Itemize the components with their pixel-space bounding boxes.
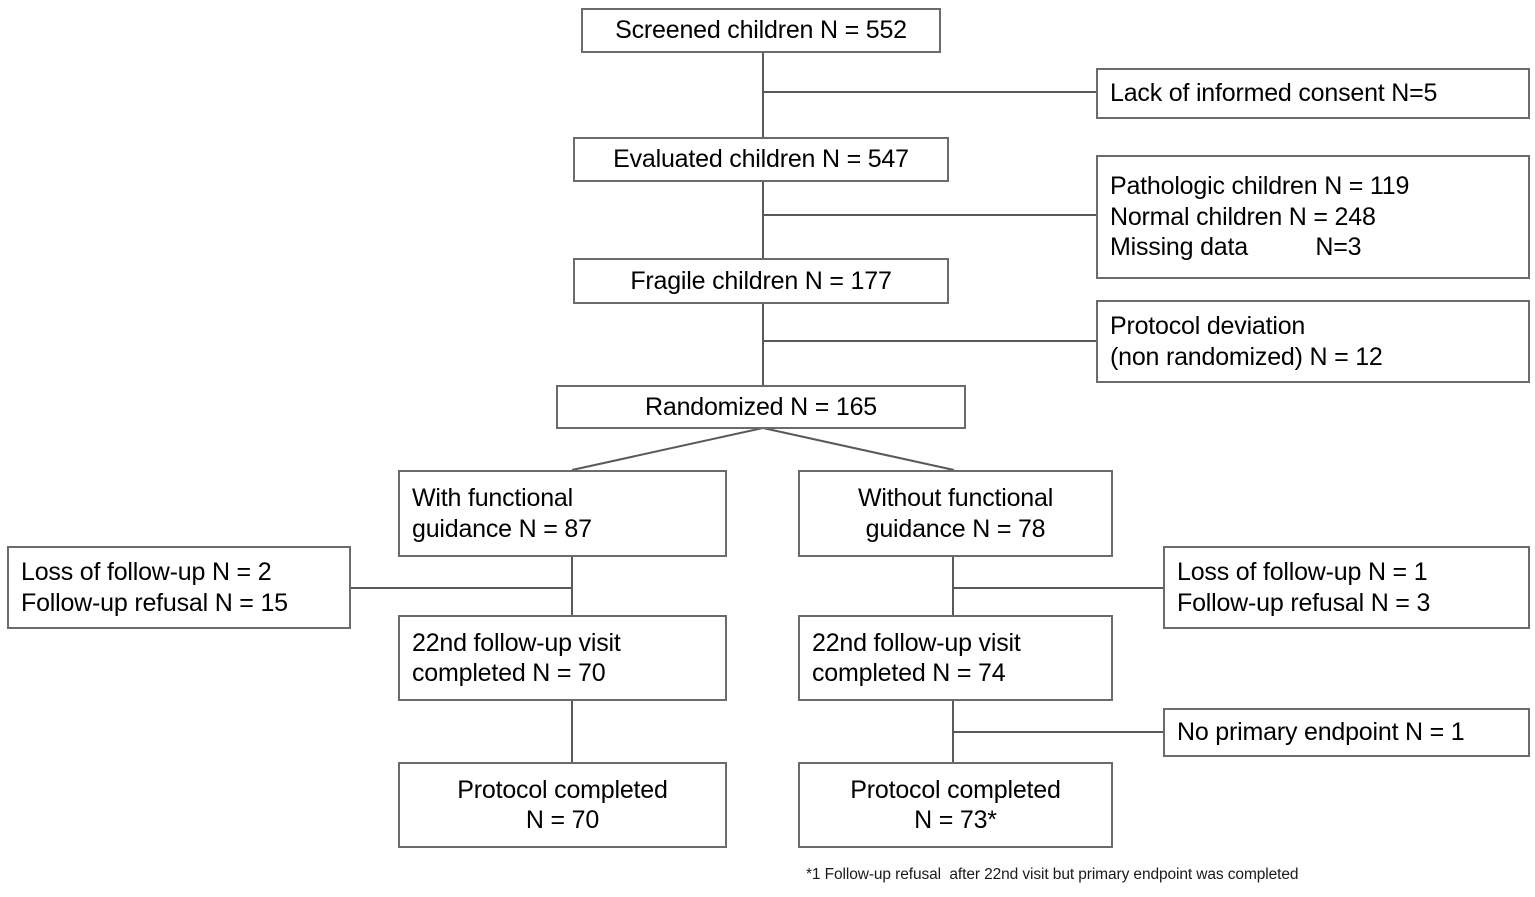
node-left-followup-losses-line2: Follow-up refusal N = 15 — [21, 588, 288, 617]
node-without-functional-guidance-line1: Without functional — [857, 484, 1054, 512]
node-no-primary-endpoint[interactable]: No primary endpoint N = 1 — [1163, 708, 1530, 757]
node-fragile-children[interactable]: Fragile children N = 177 — [573, 258, 949, 304]
node-left-visit22-completed-line1: 22nd follow-up visit — [412, 628, 621, 657]
node-with-functional-guidance-line2: guidance N = 87 — [412, 514, 592, 543]
node-excluded-children-line2: Normal children N = 248 — [1110, 202, 1376, 231]
node-left-visit22-completed-line2: completed N = 70 — [412, 659, 606, 687]
connector-left-arm-trunk — [571, 556, 573, 623]
node-right-protocol-completed-line2: N = 73* — [914, 806, 997, 834]
node-evaluated-children-line1: Evaluated children N = 547 — [613, 145, 909, 174]
node-right-protocol-completed-line1: Protocol completed — [850, 775, 1061, 804]
node-left-followup-losses[interactable]: Loss of follow-up N = 2 Follow-up refusa… — [7, 546, 351, 629]
node-with-functional-guidance-line1: With functional — [412, 484, 573, 512]
node-left-followup-losses-line1: Loss of follow-up N = 2 — [21, 558, 272, 586]
node-protocol-deviation[interactable]: Protocol deviation (non randomized) N = … — [1096, 300, 1530, 383]
node-right-visit22-completed-line2: completed N = 74 — [812, 659, 1006, 687]
node-left-protocol-completed-line1: Protocol completed — [457, 775, 668, 804]
node-fragile-children-line1: Fragile children N = 177 — [630, 266, 892, 295]
connector-to-protocol-deviation — [762, 340, 1098, 342]
node-right-followup-losses-line2: Follow-up refusal N = 3 — [1177, 588, 1431, 617]
node-lack-of-consent[interactable]: Lack of informed consent N=5 — [1096, 68, 1530, 119]
connector-screened-to-evaluated — [762, 52, 764, 138]
node-excluded-children-line3: Missing data N=3 — [1110, 233, 1362, 262]
node-right-visit22-completed[interactable]: 22nd follow-up visit completed N = 74 — [798, 615, 1113, 701]
node-left-protocol-completed-line2: N = 70 — [525, 806, 600, 834]
connector-randomization-fork — [571, 427, 955, 471]
node-left-visit22-completed[interactable]: 22nd follow-up visit completed N = 70 — [398, 615, 727, 701]
node-randomized-line1: Randomized N = 165 — [645, 392, 877, 421]
node-with-functional-guidance[interactable]: With functional guidance N = 87 — [398, 470, 727, 557]
node-right-visit22-completed-line1: 22nd follow-up visit — [812, 628, 1021, 657]
node-excluded-children[interactable]: Pathologic children N = 119 Normal child… — [1096, 155, 1530, 279]
node-excluded-children-line1: Pathologic children N = 119 — [1110, 172, 1410, 201]
connector-fragile-to-randomized — [762, 303, 764, 386]
connector-evaluated-to-fragile — [762, 181, 764, 259]
connector-right-losses — [952, 587, 1164, 589]
node-protocol-deviation-line2: (non randomized) N = 12 — [1110, 342, 1383, 371]
node-right-followup-losses[interactable]: Loss of follow-up N = 1 Follow-up refusa… — [1163, 546, 1530, 629]
connector-right-arm-trunk — [952, 556, 954, 623]
node-left-protocol-completed[interactable]: Protocol completed N = 70 — [398, 762, 727, 848]
node-without-functional-guidance-line2: guidance N = 78 — [865, 514, 1046, 543]
diagram-footnote: *1 Follow-up refusal after 22nd visit bu… — [806, 866, 1299, 883]
node-evaluated-children[interactable]: Evaluated children N = 547 — [573, 137, 949, 182]
node-randomized[interactable]: Randomized N = 165 — [556, 385, 966, 429]
node-lack-of-consent-line1: Lack of informed consent N=5 — [1110, 79, 1438, 108]
connector-to-exclusions — [762, 214, 1098, 216]
node-no-primary-endpoint-line1: No primary endpoint N = 1 — [1177, 718, 1465, 747]
connector-left-losses — [350, 587, 573, 589]
connector-no-primary-endpoint — [952, 731, 1164, 733]
node-without-functional-guidance[interactable]: Without functional guidance N = 78 — [798, 470, 1113, 557]
node-screened-children[interactable]: Screened children N = 552 — [581, 8, 941, 53]
node-right-protocol-completed[interactable]: Protocol completed N = 73* — [798, 762, 1113, 848]
node-protocol-deviation-line1: Protocol deviation — [1110, 312, 1306, 340]
node-screened-children-line1: Screened children N = 552 — [615, 16, 907, 45]
connector-to-lack-consent — [762, 91, 1098, 93]
connector-left-visit-to-protocol — [571, 700, 573, 762]
node-right-followup-losses-line1: Loss of follow-up N = 1 — [1177, 558, 1428, 586]
